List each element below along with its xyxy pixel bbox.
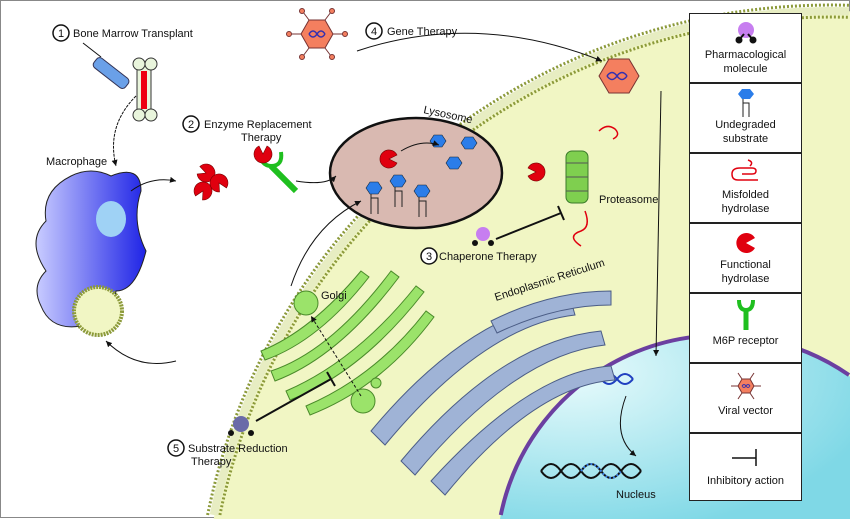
legend-label: Pharmacological <box>704 49 787 61</box>
pharmacological-molecule-srt <box>228 416 254 436</box>
legend-label: hydrolase <box>721 273 770 285</box>
inhibitory-arrow-srt <box>255 371 336 422</box>
step-5-badge <box>167 439 185 457</box>
arrow <box>619 395 637 457</box>
functional-hydrolase-icon <box>735 233 755 253</box>
arrow <box>356 32 603 62</box>
macrophage-label: Macrophage <box>46 156 107 168</box>
golgi <box>260 270 435 416</box>
inhibitory-action-icon <box>731 449 757 466</box>
misfolded-hydrolase-icon <box>730 159 758 181</box>
step-2-number: 2 <box>188 119 194 131</box>
bone-icon <box>132 57 158 122</box>
legend-label: hydrolase <box>721 203 770 215</box>
legend-item-inhibitory-action: Inhibitory action <box>689 433 802 501</box>
step-1-badge <box>52 24 70 42</box>
viral-vector-inside <box>598 58 640 94</box>
arrow <box>105 340 177 364</box>
step-3-badge <box>420 247 438 265</box>
legend-label: Inhibitory action <box>706 475 785 487</box>
legend-item-undegraded-substrate: Undegraded substrate <box>689 83 802 153</box>
m6p-receptor-icon <box>736 299 755 330</box>
golgi-label: Golgi <box>321 290 347 302</box>
step-3-label: Chaperone Therapy <box>439 251 537 263</box>
step-2-badge <box>182 115 200 133</box>
arrow <box>400 140 440 152</box>
legend-item-misfolded-hydrolase: Misfolded hydrolase <box>689 153 802 223</box>
endoplasmic-reticulum <box>370 290 616 496</box>
legend-item-m6p-receptor: M6P receptor <box>689 293 802 363</box>
syringe-icon <box>82 42 130 89</box>
legend-label: M6P receptor <box>712 335 779 347</box>
legend-label: Undegraded <box>715 119 776 131</box>
inhibitory-arrow <box>495 205 565 240</box>
step-5-number: 5 <box>173 443 179 455</box>
pharmacological-molecule <box>472 227 494 246</box>
nucleus-label: Nucleus <box>616 489 656 501</box>
step-4-badge <box>365 22 383 40</box>
legend-item-viral-vector: Viral vector <box>689 363 802 433</box>
step-3-number: 3 <box>426 251 432 263</box>
legend-label: substrate <box>722 133 769 145</box>
arrow <box>310 315 362 397</box>
step-4-label: Gene Therapy <box>387 26 458 38</box>
dna-icon <box>540 463 642 479</box>
arrow <box>130 176 177 192</box>
viral-vector-icon <box>730 372 761 400</box>
undegraded-substrate-icon <box>737 89 754 117</box>
lysosome <box>328 116 504 230</box>
step-1-number: 1 <box>58 28 64 40</box>
arrow <box>111 95 137 167</box>
step-1-label: Bone Marrow Transplant <box>73 28 193 40</box>
proteasome <box>565 150 589 204</box>
proteasome-label: Proteasome <box>599 194 658 206</box>
pharmacological-molecule-icon <box>735 22 756 44</box>
legend-label: Misfolded <box>721 189 770 201</box>
legend-label: molecule <box>723 63 768 75</box>
step-4-number: 4 <box>371 26 377 38</box>
misfolded-hydrolase <box>572 210 588 247</box>
step-2-label-line2: Therapy <box>241 132 282 144</box>
step-5-label-line1: Substrate Reduction <box>188 443 288 455</box>
step-5-label-line2: Therapy <box>191 456 232 468</box>
misfolded-fragment <box>598 125 619 140</box>
viral-vector <box>286 8 348 60</box>
step-2-label-line1: Enzyme Replacement <box>204 119 312 131</box>
arrow <box>295 175 337 184</box>
legend-item-functional-hydrolase: Functional hydrolase <box>689 223 802 293</box>
legend-label: Functional <box>720 259 771 271</box>
phagosome <box>72 285 124 337</box>
m6p-receptor <box>253 145 299 194</box>
arrow <box>653 90 662 357</box>
arrow <box>290 200 362 287</box>
legend-item-pharmacological-molecule: Pharmacological molecule <box>689 13 802 83</box>
legend-label: Viral vector <box>718 405 773 417</box>
macrophage-nucleus <box>96 201 126 237</box>
